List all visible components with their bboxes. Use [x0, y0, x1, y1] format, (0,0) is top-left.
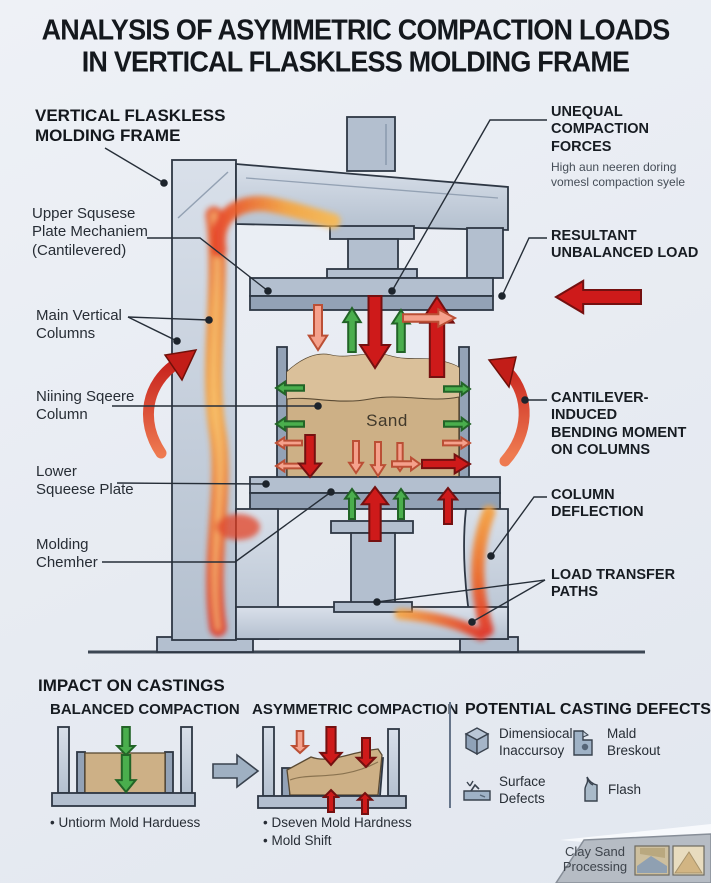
label-molding-chamber: Molding Chemher [36, 536, 98, 572]
label-column-deflection: COLUMN DEFLECTION [551, 487, 644, 521]
asymmetric-compaction-mini [257, 726, 407, 815]
flash-icon [584, 776, 598, 802]
lower-piston [350, 532, 396, 606]
page-title: ANALYSIS OF ASYMMETRIC COMPACTION LOADS … [41, 14, 671, 79]
section-divider [449, 702, 451, 808]
cube-icon [464, 727, 490, 756]
label-bending-moment: CANTILEVER-INDUCED BENDING MOMENT ON COL… [551, 390, 687, 459]
impact-section-heading: IMPACT ON CASTINGS [38, 676, 225, 695]
chamber-wall-left [276, 346, 288, 479]
upper-squeeze-plate [249, 277, 494, 297]
defect-label-breakout: Mald Breskout [607, 726, 661, 758]
clay-sand-badge [555, 824, 711, 883]
bending-moment-arrow-left [143, 349, 198, 459]
label-squeeze-column: Niining Sqeere Column [36, 388, 135, 424]
clay-sand-badge-label: Clay Sand Processing [562, 844, 628, 874]
leader-lines [102, 119, 547, 626]
balanced-compaction-mini [51, 726, 196, 807]
upper-piston [347, 238, 399, 270]
label-molding-frame: VERTICAL FLASKLESS MOLDING FRAME [35, 106, 226, 145]
defect-label-flash: Flash [608, 782, 642, 797]
label-resultant-load: RESULTANT UNBALANCED LOAD [551, 228, 699, 262]
defect-label-surface: Surface Defects [499, 774, 546, 806]
surface-defects-icon [463, 780, 491, 801]
label-upper-squeeze-plate: Upper Squsese Plate Mechaniem (Cantileve… [32, 205, 148, 259]
label-load-transfer-paths: LOAD TRANSFER PATHS [551, 567, 676, 601]
top-cylinder [346, 116, 396, 172]
defect-label-dimensional: Dimensiocal Inaccursoy [499, 726, 573, 758]
balanced-compaction-caption: • Untiorm Mold Harduess [50, 815, 201, 830]
asymmetric-compaction-title: ASYMMETRIC COMPACTION [252, 701, 459, 718]
asymmetric-compaction-caption: • Dseven Mold Hardness • Mold Shift [263, 815, 412, 848]
label-unequal-forces-subtext: High aun neeren doring vomesl compaction… [551, 160, 686, 189]
label-sand: Sand [366, 411, 408, 430]
mold-breakout-icon [573, 729, 593, 756]
upper-piston-flange [329, 225, 415, 240]
defects-section-heading: POTENTIAL CASTING DEFECTS [465, 701, 711, 718]
label-unequal-forces: UNEQUAL COMPACTION FORCES [551, 104, 650, 155]
balanced-compaction-title: BALANCED COMPACTION [50, 701, 240, 718]
right-support [466, 227, 504, 279]
bending-moment-arrow-right [487, 356, 530, 467]
label-lower-squeeze-plate: Lower Squeese Plate [36, 463, 134, 499]
transition-block-arrow [212, 753, 260, 789]
label-main-columns: Main Vertical Columns [36, 307, 122, 343]
top-beam [235, 163, 509, 231]
